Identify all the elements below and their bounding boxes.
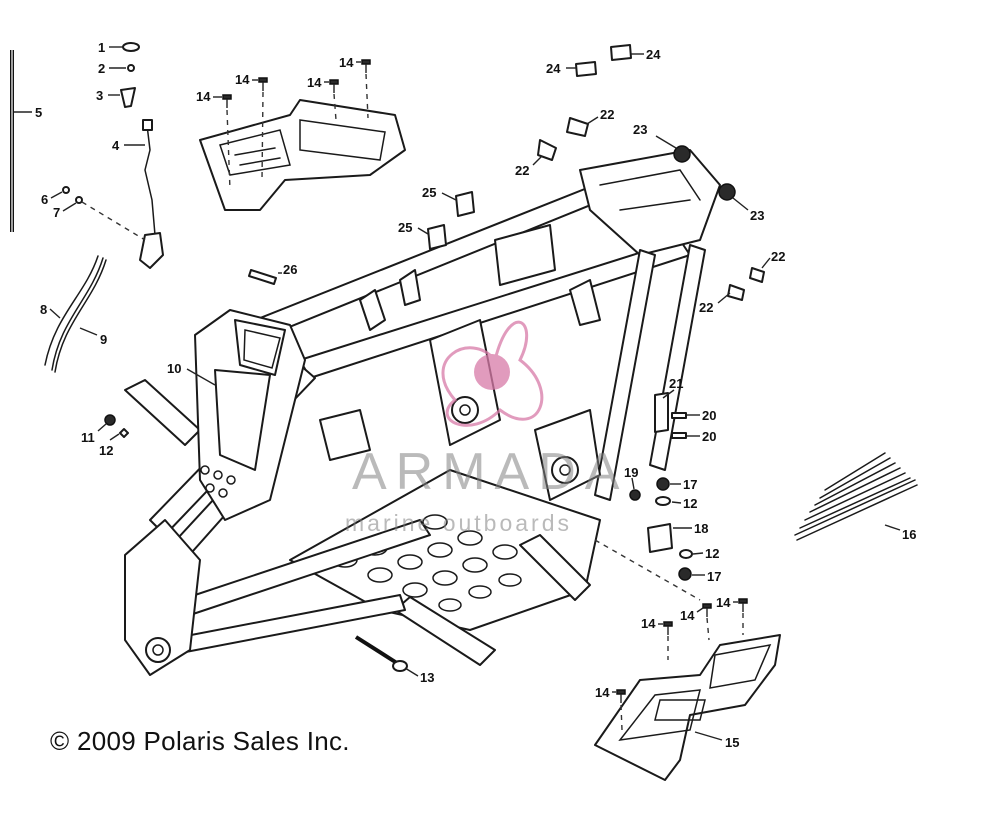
callout-25-upper: 25 (422, 185, 436, 200)
watermark-logo (441, 320, 544, 427)
callout-5: 5 (35, 105, 42, 120)
callout-22-d: 22 (699, 300, 713, 315)
callout-12-front: 12 (99, 443, 113, 458)
part-10-front-panel (194, 309, 306, 521)
callout-13: 13 (420, 670, 434, 685)
callout-24-right: 24 (646, 47, 661, 62)
parts-8-9-cables (44, 255, 107, 373)
callout-labels: 1 2 3 4 5 6 7 8 9 10 11 12 12 12 13 14 1… (14, 40, 916, 750)
callout-22-c: 22 (771, 249, 785, 264)
callout-14-a: 14 (196, 89, 211, 104)
callout-14-e: 14 (641, 616, 656, 631)
callout-14-h: 14 (595, 685, 610, 700)
callout-3: 3 (96, 88, 103, 103)
callout-20-lower: 20 (702, 429, 716, 444)
callout-17-upper: 17 (683, 477, 697, 492)
callout-14-c: 14 (307, 75, 322, 90)
part-15-lower-footrest-panel (594, 634, 781, 781)
callout-6: 6 (41, 192, 48, 207)
callout-4: 4 (112, 138, 120, 153)
callout-2: 2 (98, 61, 105, 76)
callout-24-left: 24 (546, 61, 561, 76)
callout-14-f: 14 (680, 608, 695, 623)
callout-14-b: 14 (235, 72, 250, 87)
callout-14-d: 14 (339, 55, 354, 70)
parts-1-4-shift-linkage (62, 42, 164, 269)
callout-8: 8 (40, 302, 47, 317)
callout-18: 18 (694, 521, 708, 536)
callout-10: 10 (167, 361, 181, 376)
callout-25-lower: 25 (398, 220, 412, 235)
callout-22-a: 22 (515, 163, 529, 178)
callout-23-upper: 23 (633, 122, 647, 137)
callout-23-lower: 23 (750, 208, 764, 223)
small-hardware (104, 44, 918, 731)
callout-21: 21 (669, 376, 683, 391)
copyright-notice: © 2009 Polaris Sales Inc. (50, 726, 350, 756)
callout-14-g: 14 (716, 595, 731, 610)
callout-12-stack-lower: 12 (705, 546, 719, 561)
callout-1: 1 (98, 40, 105, 55)
watermark-name: ARMADA (352, 443, 629, 501)
upper-footrest-panel (199, 99, 406, 211)
callout-11: 11 (81, 430, 95, 445)
callout-19: 19 (624, 465, 638, 480)
callout-20-upper: 20 (702, 408, 716, 423)
callout-16: 16 (902, 527, 916, 542)
callout-7: 7 (53, 205, 60, 220)
callout-9: 9 (100, 332, 107, 347)
callout-26: 26 (283, 262, 297, 277)
callout-12-stack-upper: 12 (683, 496, 697, 511)
callout-22-b: 22 (600, 107, 614, 122)
callout-15: 15 (725, 735, 739, 750)
callout-17-lower: 17 (707, 569, 721, 584)
watermark-tagline: marine outboards (345, 510, 572, 536)
